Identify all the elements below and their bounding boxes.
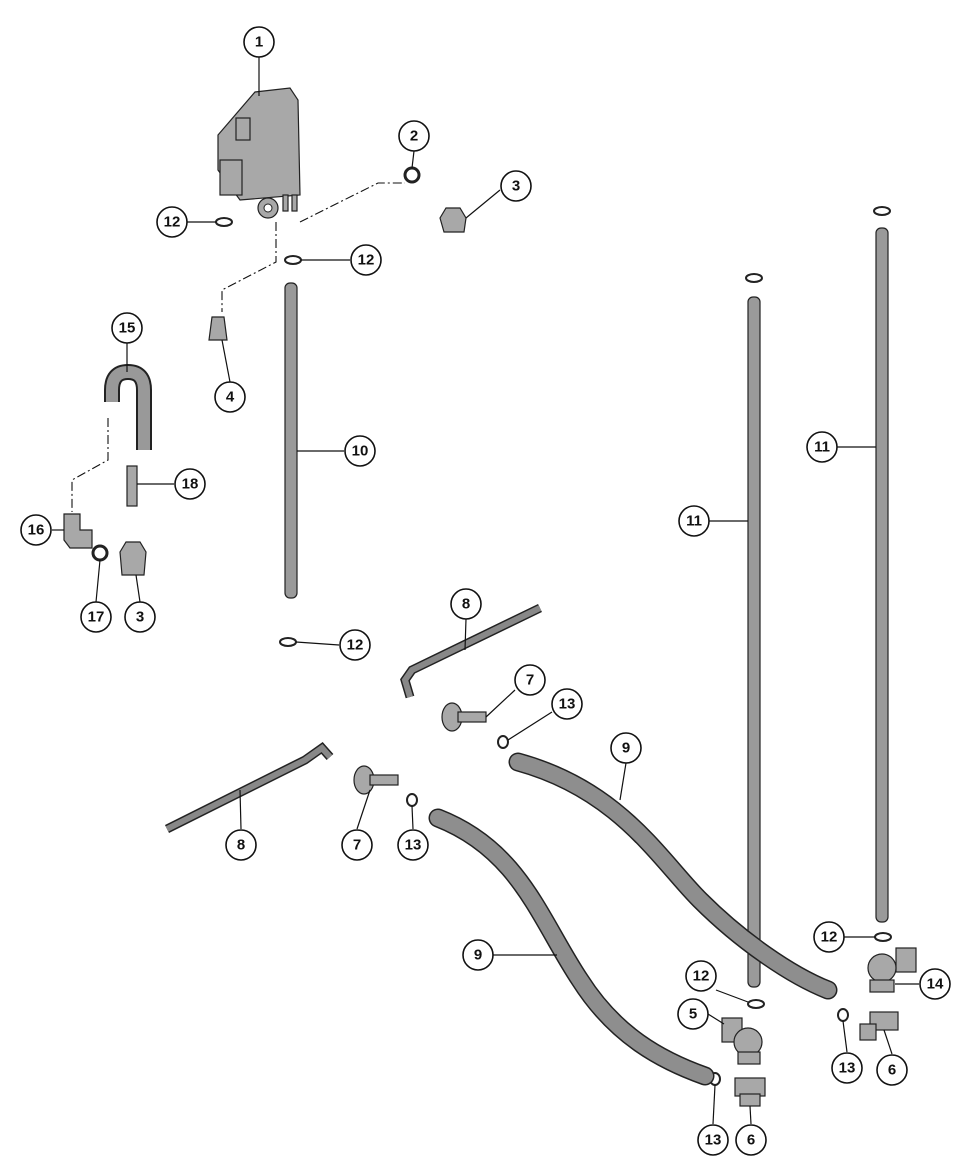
o-ring-part	[91, 544, 109, 562]
callout-13: 13	[551, 688, 583, 720]
callout-11: 11	[678, 505, 710, 537]
svg-text:11: 11	[686, 513, 702, 530]
callout-16: 16	[20, 514, 52, 546]
svg-text:9: 9	[474, 947, 482, 964]
assembly-line	[299, 182, 405, 223]
tube-11	[875, 227, 889, 923]
svg-text:14: 14	[927, 976, 944, 993]
svg-text:12: 12	[358, 252, 375, 269]
callout-5: 5	[677, 998, 709, 1030]
svg-text:7: 7	[526, 672, 534, 689]
svg-text:2: 2	[410, 128, 418, 145]
assembly-line	[221, 222, 277, 312]
svg-text:5: 5	[689, 1006, 697, 1023]
callout-6: 6	[876, 1054, 908, 1086]
elbow-fitting-6	[734, 1077, 766, 1107]
tube-11	[747, 296, 761, 988]
svg-text:9: 9	[622, 740, 630, 757]
svg-text:13: 13	[839, 1060, 856, 1077]
callout-13: 13	[831, 1052, 863, 1084]
cap-part	[439, 207, 467, 233]
valve-14	[867, 947, 917, 993]
reservoir-part	[217, 87, 301, 219]
valve-5	[721, 1017, 763, 1065]
elbow-fitting-6	[859, 1011, 899, 1041]
callout-12: 12	[350, 244, 382, 276]
svg-text:4: 4	[226, 389, 235, 406]
svg-text:12: 12	[693, 968, 710, 985]
callout-14: 14	[919, 968, 951, 1000]
leader-lines	[52, 57, 919, 1125]
callout-1: 1	[243, 26, 275, 58]
svg-text:15: 15	[119, 320, 136, 337]
flange-fitting-7	[353, 765, 399, 795]
svg-text:13: 13	[405, 837, 422, 854]
svg-text:12: 12	[821, 929, 838, 946]
callout-9: 9	[462, 939, 494, 971]
callout-8: 8	[225, 829, 257, 861]
svg-text:13: 13	[559, 696, 576, 713]
callout-12: 12	[685, 960, 717, 992]
barb-connector-part	[126, 465, 138, 507]
svg-text:1: 1	[255, 34, 263, 51]
svg-text:18: 18	[182, 476, 199, 493]
callout-6: 6	[735, 1124, 767, 1156]
assembly-line	[71, 418, 109, 512]
callout-9: 9	[610, 732, 642, 764]
cap-part	[119, 541, 147, 576]
cone-part	[208, 316, 228, 341]
callout-3: 3	[500, 170, 532, 202]
callout-2: 2	[398, 120, 430, 152]
svg-text:11: 11	[814, 439, 830, 456]
svg-text:12: 12	[164, 214, 181, 231]
svg-text:6: 6	[747, 1132, 755, 1149]
callout-7: 7	[514, 664, 546, 696]
tube-10	[284, 282, 298, 599]
svg-text:12: 12	[347, 637, 364, 654]
callout-7: 7	[341, 829, 373, 861]
svg-text:16: 16	[28, 522, 45, 539]
callout-11: 11	[806, 431, 838, 463]
svg-text:3: 3	[136, 609, 144, 626]
svg-text:10: 10	[352, 443, 369, 460]
svg-text:13: 13	[705, 1132, 722, 1149]
callout-4: 4	[214, 381, 246, 413]
callout-15: 15	[111, 312, 143, 344]
svg-text:3: 3	[512, 178, 520, 195]
callout-17: 17	[80, 601, 112, 633]
callout-8: 8	[450, 588, 482, 620]
svg-text:8: 8	[462, 596, 470, 613]
svg-text:17: 17	[88, 609, 105, 626]
svg-text:6: 6	[888, 1062, 896, 1079]
callout-3: 3	[124, 601, 156, 633]
flange-fitting-7	[441, 702, 487, 732]
svg-text:7: 7	[353, 837, 361, 854]
callout-10: 10	[344, 435, 376, 467]
callout-13: 13	[697, 1124, 729, 1156]
washer-part	[403, 166, 421, 184]
callout-12: 12	[339, 629, 371, 661]
svg-text:8: 8	[237, 837, 245, 854]
callout-18: 18	[174, 468, 206, 500]
callout-12: 12	[813, 921, 845, 953]
callout-13: 13	[397, 829, 429, 861]
callout-12: 12	[156, 206, 188, 238]
elbow-part	[63, 513, 93, 549]
